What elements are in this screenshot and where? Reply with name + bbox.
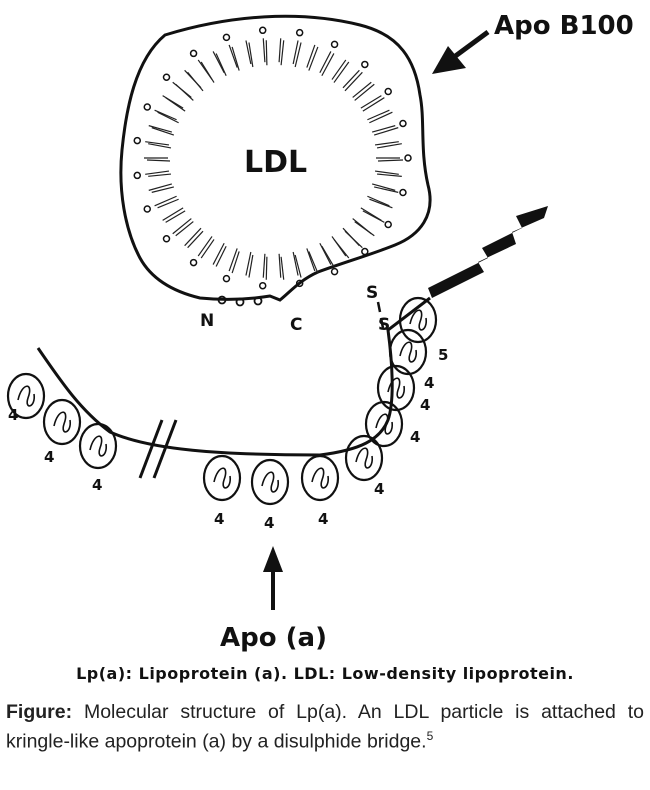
kringle-4-label: 4 [318, 510, 328, 528]
caption-text: Molecular structure of Lp(a). An LDL par… [6, 701, 644, 753]
kringle-domains [6, 296, 438, 506]
protease-domain [428, 206, 548, 298]
kringle-4-label: 4 [420, 396, 430, 414]
kringle-4-label: 4 [410, 428, 420, 446]
sulfur-label-upper: S [366, 283, 378, 303]
apoa-label: Apo (a) [220, 623, 327, 653]
phospholipid-layer [133, 26, 412, 290]
n-terminus-label: N [200, 311, 214, 331]
caption-prefix: Figure: [6, 701, 73, 723]
apob-label: Apo B100 [494, 11, 634, 41]
backbone-break [138, 419, 178, 479]
figure-caption: Figure: Molecular structure of Lp(a). An… [6, 700, 644, 754]
apob-arrow [432, 29, 490, 74]
apoa-backbone [36, 296, 431, 457]
kringle-4-label: 4 [374, 480, 384, 498]
apoa-arrow [263, 546, 283, 610]
kringle-4-label: 4 [8, 406, 18, 424]
disulphide-bridge [376, 301, 385, 329]
kringle-4-label: 4 [264, 514, 274, 532]
kringle-4-label: 4 [44, 448, 54, 466]
abbreviations-note: Lp(a): Lipoprotein (a). LDL: Low-density… [76, 664, 574, 683]
ldl-label: LDL [244, 145, 307, 180]
kringle-4-label: 4 [92, 476, 102, 494]
kringle-4-label: 4 [214, 510, 224, 528]
caption-reference: 5 [426, 729, 434, 743]
terminal-circles [217, 295, 263, 307]
kringle-4-label: 4 [424, 374, 434, 392]
kringle-5-label: 5 [438, 346, 448, 364]
c-terminus-label: C [290, 315, 302, 335]
